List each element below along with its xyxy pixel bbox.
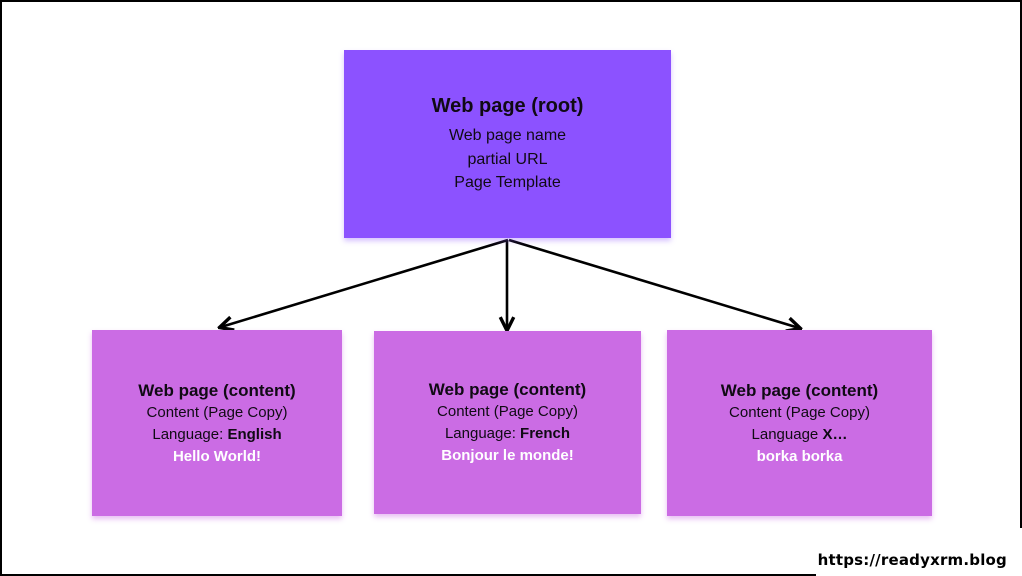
language-label: Language: — [444, 425, 516, 442]
footer-blog-url: https://readyxrm.blog — [817, 551, 1007, 569]
language-value: English — [227, 425, 282, 443]
content-node-language: Language: English — [152, 424, 281, 446]
root-node-line-name: Web page name — [448, 127, 567, 145]
content-node-title: Web page (content) — [428, 380, 587, 399]
content-node-language: Language: French — [445, 423, 570, 445]
footer-background-patch — [816, 528, 1022, 576]
content-node-title: Web page (content) — [138, 380, 296, 400]
content-node-language: Language X… — [752, 424, 848, 446]
content-node-title: Web page (content) — [720, 380, 879, 400]
content-node-french: Web page (content) Content (Page Copy) L… — [374, 331, 641, 514]
content-node-message: borka borka — [756, 447, 843, 465]
root-node-line-url: partial URL — [467, 150, 548, 168]
content-node-english: Web page (content) Content (Page Copy) L… — [92, 330, 342, 516]
language-value: French — [520, 425, 571, 442]
content-node-message: Hello World! — [172, 447, 262, 465]
content-node-language-x: Web page (content) Content (Page Copy) L… — [667, 330, 932, 516]
language-value: X… — [822, 425, 848, 443]
root-node-line-template: Page Template — [454, 174, 561, 192]
root-node-title: Web page (root) — [431, 95, 584, 118]
content-node-message: Bonjour le monde! — [441, 447, 574, 464]
arrow-root-to-english — [221, 238, 509, 327]
arrow-root-to-x — [508, 238, 799, 328]
content-node-subtitle: Content (Page Copy) — [729, 403, 870, 421]
root-node: Web page (root) Web page name partial UR… — [344, 50, 671, 238]
language-label: Language: — [152, 425, 224, 443]
content-node-subtitle: Content (Page Copy) — [437, 403, 578, 420]
language-label: Language — [751, 425, 819, 443]
content-node-subtitle: Content (Page Copy) — [146, 403, 288, 421]
